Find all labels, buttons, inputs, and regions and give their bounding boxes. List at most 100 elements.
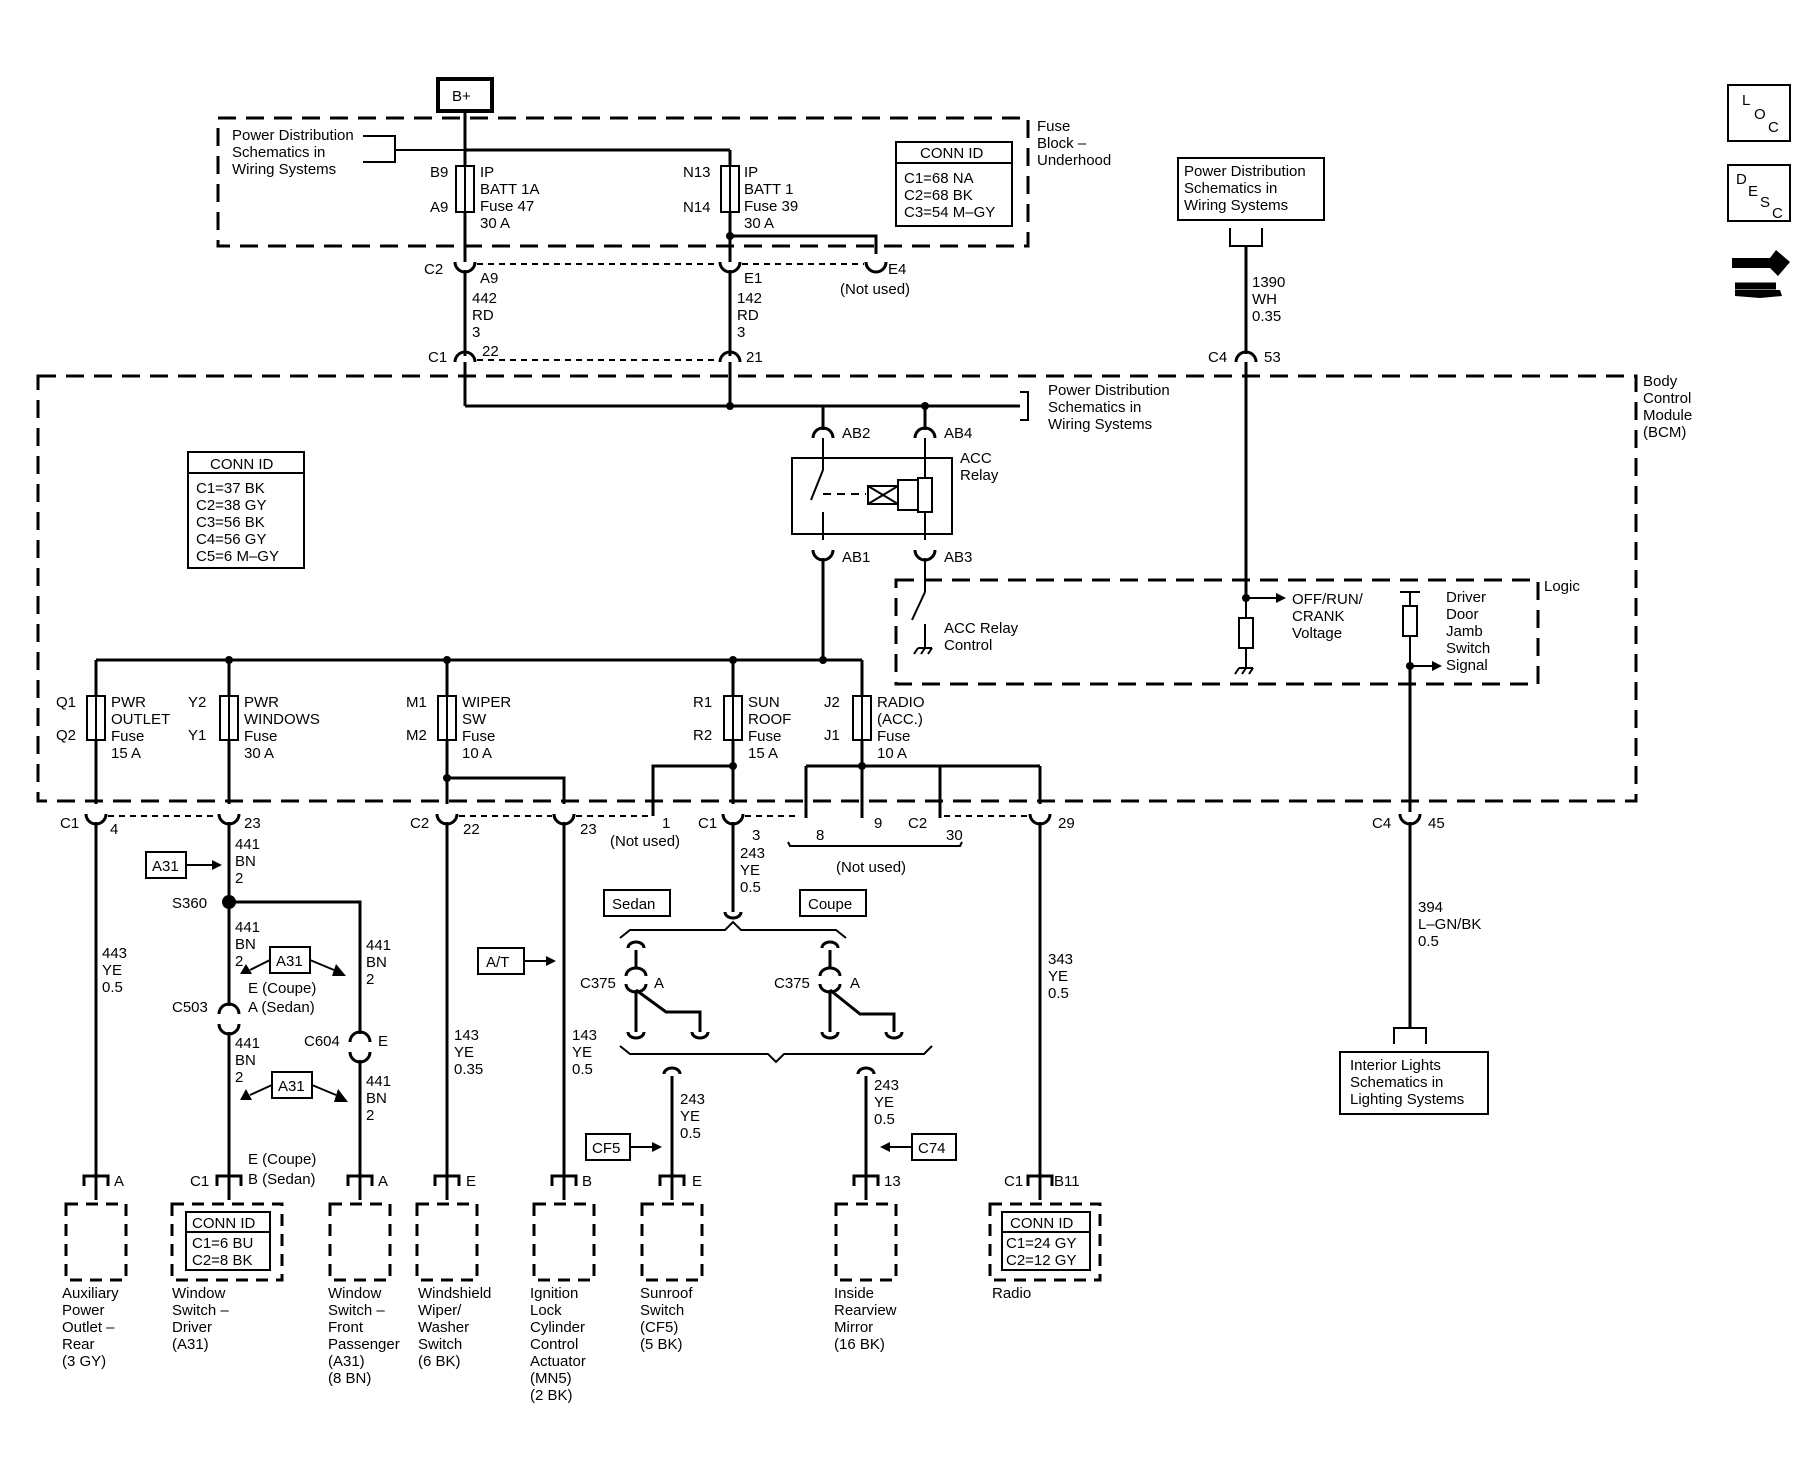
ref-a31-low-label: A31 (278, 1078, 305, 1095)
c-wsp-line: (8 BN) (328, 1370, 371, 1387)
c-mir-line: Inside (834, 1285, 874, 1302)
fz2-text-line: Fuse 39 (744, 198, 798, 215)
bottom-c1b-pin-9: 9 (874, 815, 882, 832)
bottom-c2-pin-22: 22 (463, 821, 480, 838)
interior-line: Interior Lights (1350, 1057, 1441, 1074)
bf1-line: PWR (244, 694, 279, 711)
bcm-conn-line: C1=37 BK (196, 480, 265, 497)
w143a-line: 0.35 (454, 1061, 483, 1078)
sunroof-pin: E (692, 1173, 702, 1190)
fz1-text-line: Fuse 47 (480, 198, 534, 215)
bcm-conn-line: C4=56 GY (196, 531, 266, 548)
ref-a31-top: A31 (145, 851, 222, 879)
c-wsp-line: Switch – (328, 1302, 385, 1319)
bcm-c4-pin-53: 53 (1264, 349, 1281, 366)
ref-a31-mid-label: A31 (276, 953, 303, 970)
c-aux-line: (3 GY) (62, 1353, 106, 1370)
fuse-pin-m2: M2 (406, 727, 427, 744)
desc-icon[interactable]: D E S C (1727, 164, 1791, 222)
bottom-c1b-pin-8: 8 (816, 827, 824, 844)
b-sedan-label: B (Sedan) (248, 1171, 316, 1188)
fuse-47-pin-top: B9 (430, 164, 448, 181)
bcm-bottom-connectors: C1 4 23 C2 22 23 1 (Not used) C1 3 8 9 C… (60, 804, 1445, 876)
w441d-line: 2 (235, 1069, 243, 1086)
w441c-line: BN (366, 954, 387, 971)
bf3-line: ROOF (748, 711, 791, 728)
bf4-line: 10 A (877, 745, 907, 762)
w1390-line: 1390 (1252, 274, 1285, 291)
splice-s360: S360 (172, 895, 207, 912)
w143b-line: 0.5 (572, 1061, 593, 1078)
w441c-line: 2 (366, 971, 374, 988)
bcm-label-line: Control (1643, 390, 1691, 407)
fuse-pin-q1: Q1 (56, 694, 76, 711)
a-sedan-label: A (Sedan) (248, 999, 315, 1016)
mirror-pin: 13 (884, 1173, 901, 1190)
connector-c604: C604 (304, 1033, 340, 1050)
ref-a31-top-label: A31 (152, 858, 179, 875)
fz1-text-line: IP (480, 164, 494, 181)
ref-at-label: A/T (486, 954, 509, 971)
fuse-39-pin-bottom: N14 (683, 199, 711, 216)
radio-label: Radio (992, 1285, 1031, 1302)
c-aux-line: Power (62, 1302, 105, 1319)
relay-pin-ab3: AB3 (944, 549, 972, 566)
winsw-driver-conn-title: CONN ID (192, 1215, 256, 1232)
ref-coupe-label: Coupe (808, 896, 852, 913)
ref-c74-label: C74 (918, 1140, 946, 1157)
loc-icon[interactable]: L O C (1727, 84, 1791, 142)
w142-line: 142 (737, 290, 762, 307)
relay-pin-ab2: AB2 (842, 425, 870, 442)
w243a-line: 243 (740, 845, 765, 862)
bottom-c4-pin-45: 45 (1428, 815, 1445, 832)
w442-line: 442 (472, 290, 497, 307)
fb-label-line: Block – (1037, 135, 1087, 152)
c-wsd-conn-line: C1=6 BU (192, 1235, 253, 1252)
fuse-pin-r2: R2 (693, 727, 712, 744)
w443-line: 443 (102, 945, 127, 962)
w443-line: 0.5 (102, 979, 123, 996)
bf0-line: PWR (111, 694, 146, 711)
fb-pds-line: Wiring Systems (232, 161, 336, 178)
connector-c375-right-pin: A (850, 975, 860, 992)
bf2-line: Fuse (462, 728, 495, 745)
c-wip-line: Switch (418, 1336, 462, 1353)
ref-coupe: Coupe (799, 889, 867, 917)
w142-line: RD (737, 307, 759, 324)
c-rad-line: Radio (992, 1285, 1031, 1302)
interior-line: Schematics in (1350, 1074, 1443, 1091)
fb-conn-line: C2=68 BK (904, 187, 973, 204)
winsw-pass-pin: A (378, 1173, 388, 1190)
loc-icon-text: L (1742, 92, 1750, 109)
w243c-line: 0.5 (874, 1111, 895, 1128)
w243c-line: YE (874, 1094, 894, 1111)
bcm-border (36, 374, 1638, 803)
fuse-block-e1: E1 (744, 270, 762, 287)
fuse-pin-m1: M1 (406, 694, 427, 711)
radio-pin: B11 (1054, 1173, 1080, 1190)
bf0-line: OUTLET (111, 711, 170, 728)
wrench-hand-icon[interactable] (1732, 250, 1790, 298)
w394-line: 394 (1418, 899, 1443, 916)
component-pins (82, 1174, 1054, 1200)
